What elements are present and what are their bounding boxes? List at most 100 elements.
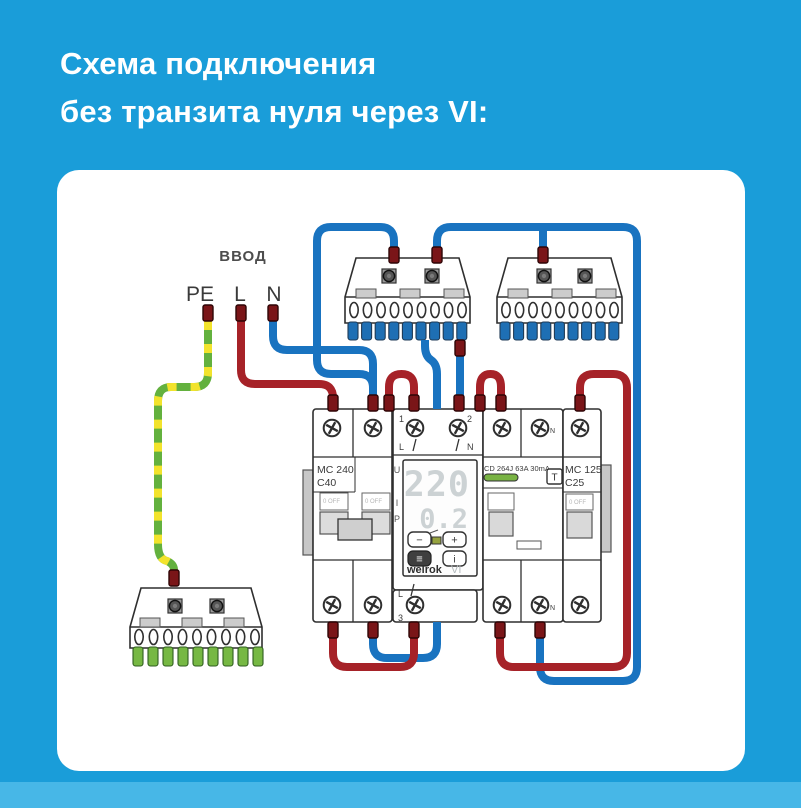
- ferrule: [431, 246, 443, 264]
- relay-info-button[interactable]: [442, 550, 467, 567]
- relay-voltage-readout: 220: [404, 465, 470, 505]
- neutral-busbar-1: [344, 257, 471, 341]
- pe-wire: [154, 321, 212, 571]
- relay-terminal-3: 3: [398, 613, 403, 623]
- relay-current-readout: 0.2: [419, 504, 468, 535]
- relay-minus-label: −: [416, 535, 422, 547]
- relay-side-label-u: U: [394, 465, 401, 475]
- terminal-screw: [570, 595, 590, 615]
- ferrule: [327, 394, 339, 412]
- ferrule: [327, 621, 339, 639]
- rcd-latch: [516, 540, 542, 550]
- terminal-screw: [570, 418, 590, 438]
- relay-terminal-1: 1: [399, 414, 404, 424]
- title-line-1: Схема подключения: [60, 46, 377, 81]
- terminal-screw: [322, 595, 342, 615]
- ferrule: [574, 394, 586, 412]
- din-tab: [302, 469, 314, 556]
- breaker-main-switch-label: 0 OFF: [365, 499, 382, 505]
- terminal-screw: [492, 418, 512, 438]
- breaker-main-handle-tie[interactable]: [337, 518, 373, 541]
- ferrule: [495, 394, 507, 412]
- rcd-indicator: [483, 473, 519, 482]
- relay-status-led: [431, 536, 442, 545]
- terminal-screw: [530, 595, 550, 615]
- relay-terminal-2-wire: N: [467, 442, 474, 452]
- busbar-screw: [424, 268, 440, 284]
- rcd-handle[interactable]: [488, 511, 514, 537]
- live-mc240-to-relay3-wire: [329, 630, 418, 671]
- breaker-main-switch-label: 0 OFF: [323, 499, 340, 505]
- neutral-behind-relay-bottom-wire: [369, 622, 441, 662]
- neutral-busbar-2: [496, 257, 623, 341]
- line-input-wire: [237, 321, 337, 403]
- neutral-input-wire: [269, 321, 377, 403]
- relay-info-label: i: [453, 555, 455, 566]
- breaker-main-rating: C40: [317, 477, 336, 489]
- load-breaker-mc125: MC 125 C25 0 OFF: [562, 408, 612, 623]
- terminal-screw: [530, 418, 550, 438]
- breaker-main-name: MC 240: [317, 464, 354, 476]
- terminal-screw: [363, 595, 383, 615]
- relay-brand: welrok: [406, 564, 443, 576]
- live-jumper-relay1-wire: [385, 369, 418, 403]
- neutral-behind-relay-top-wire: [421, 340, 441, 409]
- main-breaker-mc240: MC 240 C40 0 OFF 0 OFF: [302, 408, 393, 623]
- voltage-relay-welrok-vi: 1 L 2 N L 3 U I P 220 0.2 − + ≡ i welrok…: [392, 408, 484, 623]
- ferrule: [453, 394, 465, 412]
- busbar-screw: [536, 268, 552, 284]
- busbar-teeth-pe: [132, 646, 264, 667]
- ferrule: [202, 304, 214, 322]
- terminal-screw: [492, 595, 512, 615]
- ferrule: [408, 394, 420, 412]
- pe-busbar: [129, 587, 264, 667]
- relay-model: VI: [451, 564, 461, 576]
- busbar-teeth-neutral: [499, 321, 620, 341]
- ferrule: [267, 304, 279, 322]
- busbar-screw: [381, 268, 397, 284]
- relay-menu-button[interactable]: [407, 550, 432, 567]
- ferrule: [367, 621, 379, 639]
- busbar-screw: [167, 598, 183, 614]
- ferrule: [474, 394, 486, 412]
- ferrule: [537, 246, 549, 264]
- breaker-load-switch-label: 0 OFF: [569, 500, 586, 506]
- relay-terminal-2: 2: [467, 414, 472, 424]
- relay-led-mark: [429, 529, 439, 534]
- title-line-2: без транзита нуля через VI:: [60, 94, 489, 129]
- breaker-load-handle[interactable]: [566, 511, 593, 539]
- rcd-test-label: T: [551, 473, 557, 484]
- terminal-screw: [448, 418, 468, 438]
- wiring-diagram: MC 240 C40 0 OFF 0 OFF 1 L 2 N L 3 U I P…: [129, 223, 641, 685]
- relay-minus-button[interactable]: [407, 531, 432, 548]
- rcd-n-label-bottom: N: [550, 605, 555, 612]
- rcd-n-label-top: N: [550, 428, 555, 435]
- relay-plus-button[interactable]: [442, 531, 467, 548]
- terminal-screw: [405, 418, 425, 438]
- relay-side-label-p: P: [394, 514, 400, 524]
- ferrule: [454, 339, 466, 357]
- pe-label: PE: [186, 283, 214, 306]
- relay-terminal-1-wire: L: [399, 442, 404, 452]
- rcd-test-button[interactable]: [546, 468, 563, 485]
- ferrule: [367, 394, 379, 412]
- ferrule: [408, 621, 420, 639]
- pe-wire-stripes: [154, 321, 212, 571]
- rcd-name: CD 264J 63A 30mA: [484, 464, 550, 473]
- terminal-screw: [322, 418, 342, 438]
- neutral-busbar1-loop-wire: [313, 223, 398, 398]
- ferrule: [168, 569, 180, 587]
- busbar-screw: [209, 598, 225, 614]
- relay-side-label-i: I: [396, 498, 399, 508]
- ferrule: [534, 621, 546, 639]
- terminal-screw: [363, 418, 383, 438]
- bottom-band: [0, 782, 801, 808]
- n-label: N: [266, 283, 281, 306]
- ferrule: [494, 621, 506, 639]
- page-title: Схема подключения без транзита нуля чере…: [60, 40, 488, 136]
- ferrule: [383, 394, 395, 412]
- live-jumper-rcd-wire: [476, 369, 505, 403]
- relay-menu-label: ≡: [416, 554, 422, 566]
- ferrule: [388, 246, 400, 264]
- busbar-screw: [577, 268, 593, 284]
